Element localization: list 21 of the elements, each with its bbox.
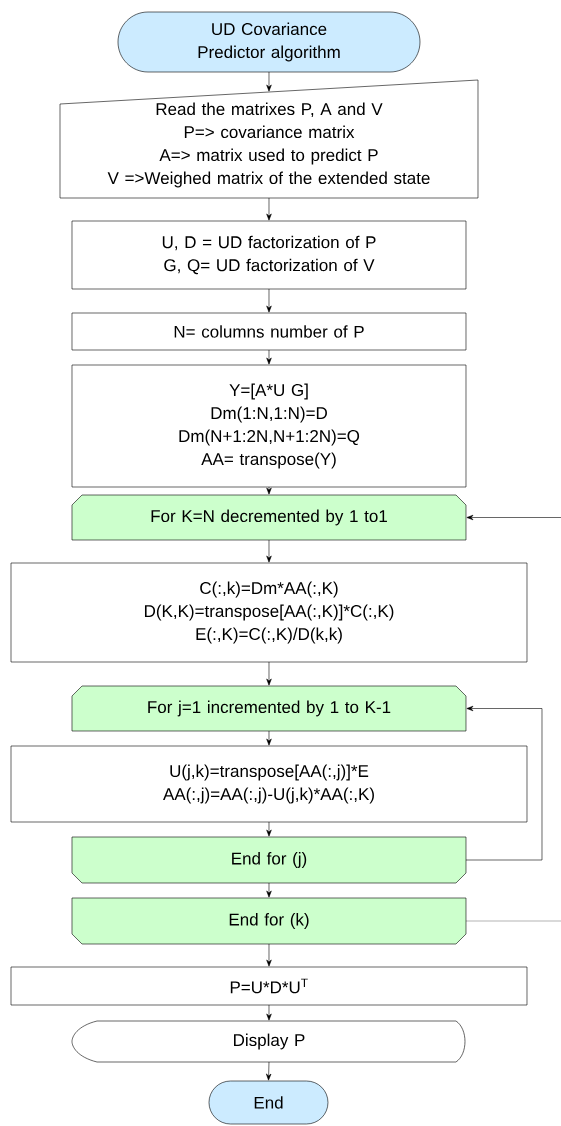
arrow: [266, 539, 272, 563]
arrow: [266, 71, 272, 92]
process-box: Y=[A*U G] Dm(1:N,1:N)=D Dm(N+1:2N,N+1:2N)=Q AA= transpose(Y): [71, 364, 467, 488]
arrow: [266, 197, 272, 221]
process-box: N= columns number of P: [71, 312, 467, 351]
arrow: [266, 1061, 272, 1081]
process-box: C(:,k)=Dm*AA(:,K) D(K,K)=transpose[AA(:,K)]*C(:,K) E(:,K)=C(:,K)/D(k,k): [10, 562, 528, 663]
arrow: [466, 514, 561, 521]
process-box: U(j,k)=transpose[AA(:,j)]*E AA(:,j)=AA(:,j)-U(j,k)*AA(:,K): [10, 745, 528, 823]
arrow: [266, 882, 272, 898]
arrow: [266, 349, 272, 365]
arrow: [266, 943, 272, 967]
arrow: [266, 821, 272, 837]
arrow: [266, 1004, 272, 1021]
arrow: [465, 705, 543, 861]
process-box: P=U*D*U$^{T}$: [10, 966, 528, 1006]
arrow: [266, 486, 272, 495]
arrow: [266, 730, 272, 746]
process-box: U, D = UD factorization of P G, Q= UD factorization of V: [71, 220, 467, 290]
arrow: [266, 288, 272, 313]
arrow: [266, 661, 272, 686]
